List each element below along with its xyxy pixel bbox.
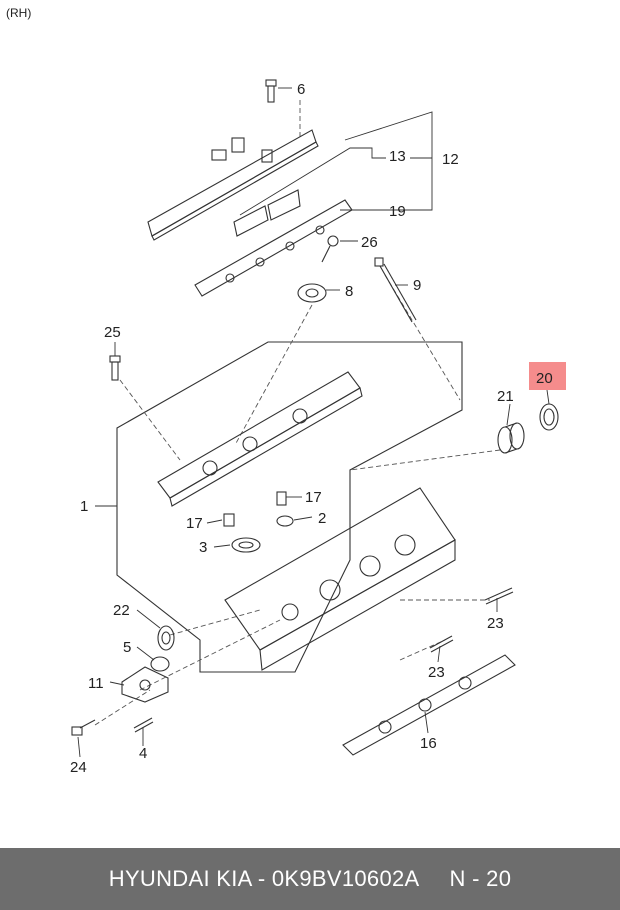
part-22-seal[interactable] [157,625,175,651]
callout-9[interactable]: 9 [413,277,421,294]
callout-22[interactable]: 22 [113,602,130,619]
highlight-part-20 [529,362,566,390]
part-24-bolt[interactable] [71,719,96,736]
part-21-sleeve[interactable] [497,422,525,454]
callout-23a[interactable]: 23 [487,615,504,632]
part-25-bolt[interactable] [109,355,121,381]
callout-23b[interactable]: 23 [428,664,445,681]
callout-17b[interactable]: 17 [186,515,203,532]
part-17-dowel-pins[interactable] [223,491,287,527]
callout-24[interactable]: 24 [70,759,87,776]
callout-11[interactable]: 11 [88,675,104,692]
callout-5[interactable]: 5 [123,639,131,656]
part-4-stud[interactable] [133,717,154,733]
callout-8[interactable]: 8 [345,283,353,300]
part-6-bolt[interactable] [265,79,277,103]
part-13-cover[interactable] [147,129,319,241]
cylinder-head-body [224,487,456,671]
assembly-outline [116,341,463,673]
callout-13[interactable]: 13 [389,148,406,165]
part-19-gasket[interactable] [194,189,353,297]
callout-6[interactable]: 6 [297,81,305,98]
footer-bar: HYUNDAI KIA - 0K9BV10602A N - 20 [0,848,620,910]
part-20-oil-seal[interactable] [539,403,559,431]
part-2-seal-ring[interactable] [276,515,294,527]
side-indicator-label: (RH) [6,6,32,20]
callout-19[interactable]: 19 [389,203,406,220]
assembly-guide-lines [94,100,501,726]
part-8-bracket[interactable] [297,283,327,303]
callout-20[interactable]: 20 [536,370,553,387]
callout-1[interactable]: 1 [80,498,88,515]
callout-12[interactable]: 12 [442,151,459,168]
footer-part-number: HYUNDAI KIA - 0K9BV10602A [108,866,420,891]
callout-4[interactable]: 4 [139,745,147,762]
callout-leader-lines [77,87,550,758]
callout-3[interactable]: 3 [199,539,207,556]
callout-16[interactable]: 16 [420,735,437,752]
callout-26[interactable]: 26 [361,234,378,251]
part-3-seal[interactable] [231,537,261,553]
part-5-gasket[interactable] [150,656,170,672]
callout-2[interactable]: 2 [318,510,326,527]
footer-page-ref: N - 20 [449,866,512,891]
callout-labels: 6 13 12 19 26 8 9 25 1 17 17 2 3 21 20 2… [70,81,553,776]
part-16-head-gasket[interactable] [342,654,516,756]
part-11-cover-plate[interactable] [121,666,169,703]
camshaft-carrier [157,371,363,507]
callout-17a[interactable]: 17 [305,489,322,506]
part-9-long-bolt[interactable] [374,257,417,323]
cylinder-head-exploded-diagram: 6 13 12 19 26 8 9 25 1 17 17 2 3 21 20 2… [70,79,566,776]
callout-25[interactable]: 25 [104,324,121,341]
part-26-bolt[interactable] [321,235,339,263]
part-23-studs[interactable] [429,587,514,653]
callout-21[interactable]: 21 [497,388,514,405]
